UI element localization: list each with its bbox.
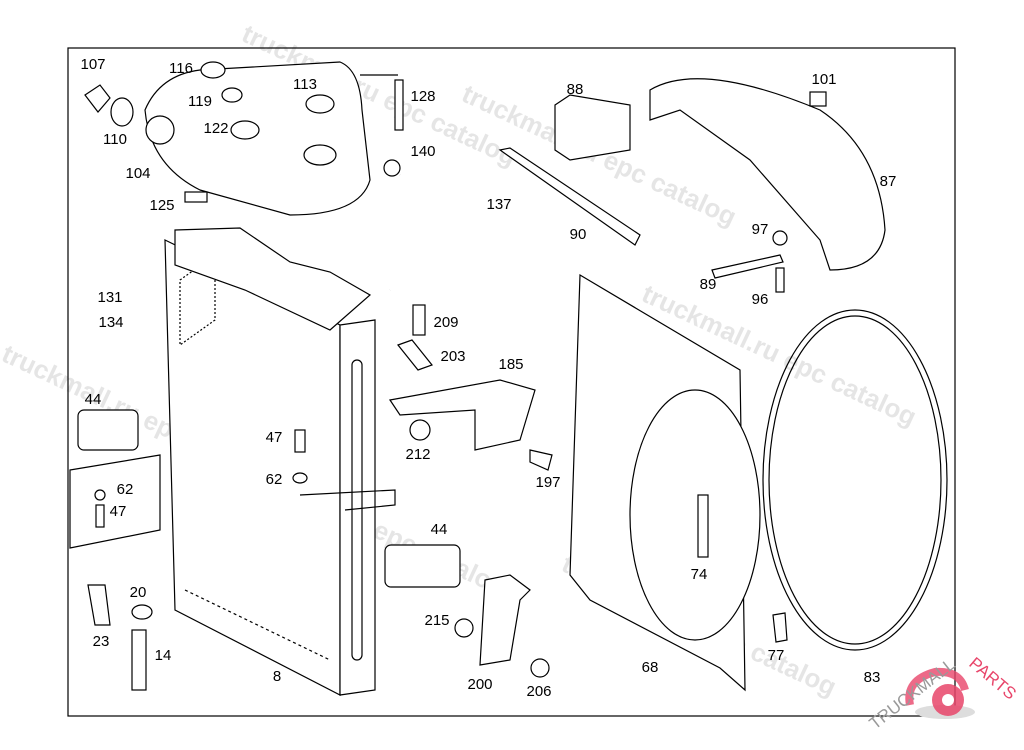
- callout-90: 90: [570, 226, 587, 243]
- callout-62: 62: [117, 481, 134, 498]
- callout-134: 134: [98, 314, 123, 331]
- blade-74: [697, 494, 709, 558]
- bolt-206: [530, 658, 550, 678]
- callout-140: 140: [410, 143, 435, 160]
- logo-text-parts: PARTS: [965, 654, 1019, 704]
- seal-ring-83-inner: [768, 315, 942, 645]
- callout-44: 44: [431, 521, 448, 538]
- tank-cap: [303, 144, 337, 166]
- fan-ring-74: [629, 389, 761, 641]
- callout-206: 206: [526, 683, 551, 700]
- callout-62: 62: [266, 471, 283, 488]
- bracket-203: [397, 339, 433, 371]
- nut-212: [409, 419, 431, 441]
- parts-drawing: [69, 61, 948, 696]
- callout-96: 96: [752, 291, 769, 308]
- callout-97: 97: [752, 221, 769, 238]
- side-member: [69, 454, 161, 549]
- callout-203: 203: [440, 348, 465, 365]
- washer-62: [94, 489, 106, 501]
- leader-line: [299, 489, 396, 511]
- strip-90: [498, 147, 641, 246]
- callout-88: 88: [567, 81, 584, 98]
- callout-137: 137: [486, 196, 511, 213]
- callout-212: 212: [405, 446, 430, 463]
- callout-47: 47: [266, 429, 283, 446]
- callout-8: 8: [273, 668, 281, 685]
- bolt-47: [95, 504, 105, 528]
- callout-209: 209: [433, 314, 458, 331]
- seal-ring-83: [762, 309, 948, 651]
- bolt-47: [294, 429, 306, 453]
- callout-113: 113: [293, 76, 317, 93]
- bracket-185: [388, 379, 536, 451]
- callout-87: 87: [880, 173, 897, 190]
- tank-cap: [305, 94, 335, 114]
- fitting-125: [184, 191, 208, 203]
- fitting-101: [809, 91, 827, 107]
- radiator-fins: [184, 589, 331, 661]
- radiator-slot: [351, 359, 363, 661]
- drain-plug-14: [131, 629, 147, 691]
- cap-116: [200, 61, 226, 79]
- callout-68: 68: [642, 659, 659, 676]
- callout-125: 125: [149, 197, 174, 214]
- diagram-frame: [67, 47, 956, 717]
- hose-clamp-140: [383, 159, 401, 177]
- filler-neck: [145, 115, 175, 145]
- fan-shroud-87: [649, 78, 886, 271]
- callout-128: 128: [410, 88, 435, 105]
- callout-185: 185: [498, 356, 523, 373]
- callout-104: 104: [125, 165, 150, 182]
- bolt-209: [412, 304, 426, 336]
- callout-131: 131: [97, 289, 122, 306]
- callout-200: 200: [467, 676, 492, 693]
- callout-20: 20: [130, 584, 147, 601]
- nut-97: [772, 230, 788, 246]
- callout-89: 89: [700, 276, 717, 293]
- callout-83: 83: [864, 669, 881, 686]
- sensor-128: [394, 79, 404, 131]
- gear-hole: [942, 694, 954, 706]
- screw-197: [529, 449, 553, 471]
- bracket-200: [479, 574, 531, 666]
- bracket-88: [554, 94, 631, 161]
- callout-44: 44: [85, 391, 102, 408]
- radiator-top-bracket: [174, 227, 372, 331]
- callout-74: 74: [691, 566, 708, 583]
- clip-77: [772, 612, 788, 643]
- seal-20: [131, 604, 153, 620]
- truckmallparts-logo: TRUCKMALL PARTS: [866, 654, 1020, 734]
- callout-215: 215: [424, 612, 449, 629]
- callout-107: 107: [80, 56, 105, 73]
- callout-23: 23: [93, 633, 110, 650]
- logo-swoosh: [905, 667, 969, 706]
- seal-ring-110: [110, 97, 134, 127]
- bolt-96: [775, 267, 785, 293]
- callout-197: 197: [535, 474, 560, 491]
- callout-122: 122: [203, 120, 228, 137]
- tank-cap: [230, 120, 260, 140]
- mount-44: [77, 409, 139, 451]
- callout-14: 14: [155, 647, 172, 664]
- nut-215: [454, 618, 474, 638]
- bracket-89: [711, 254, 784, 279]
- hose-137: [389, 172, 510, 293]
- callout-116: 116: [169, 60, 193, 77]
- callout-77: 77: [768, 647, 785, 664]
- mount-44: [384, 544, 461, 588]
- callout-110: 110: [103, 131, 127, 148]
- seal-ring-119: [221, 87, 243, 103]
- callout-47: 47: [110, 503, 127, 520]
- cap-107: [84, 84, 111, 113]
- clip-23: [87, 584, 111, 626]
- callout-101: 101: [811, 71, 836, 88]
- washer-62: [292, 472, 308, 484]
- expansion-tank: [144, 61, 371, 216]
- callout-119: 119: [188, 93, 212, 110]
